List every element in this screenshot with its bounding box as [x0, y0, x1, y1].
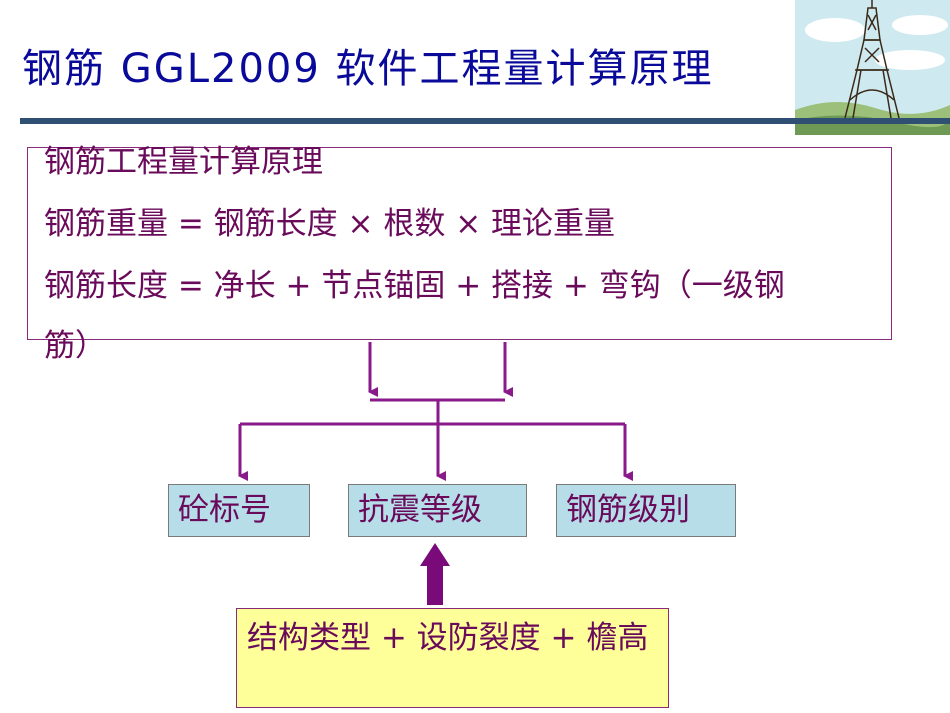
factor-seismic-grade: 抗震等级	[348, 484, 527, 537]
weight-formula: 钢筋重量 = 钢筋长度 × 根数 × 理论重量	[44, 206, 616, 242]
formula-box	[27, 147, 892, 340]
factor-rebar-grade: 钢筋级别	[556, 484, 736, 537]
slide-title: 钢筋 GGL2009 软件工程量计算原理	[22, 46, 714, 92]
seismic-basis-box: 结构类型 + 设防裂度 + 檐高	[236, 608, 669, 708]
factor-concrete-grade: 砼标号	[168, 484, 310, 537]
formula-heading: 钢筋工程量计算原理	[44, 144, 323, 180]
length-formula-line1: 钢筋长度 = 净长 + 节点锚固 + 搭接 + 弯钩（一级钢	[44, 268, 785, 304]
up-arrow	[420, 543, 450, 605]
length-formula-line2: 筋）	[44, 328, 106, 364]
title-divider	[20, 118, 950, 124]
